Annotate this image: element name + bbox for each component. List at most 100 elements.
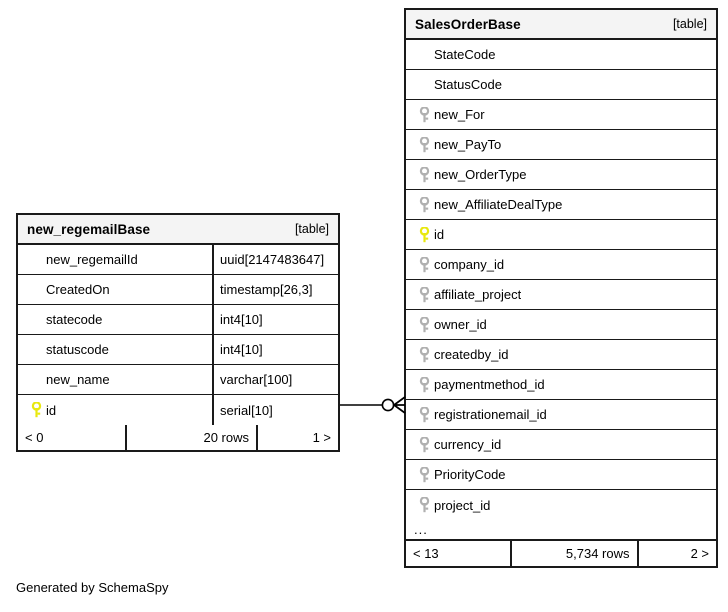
column-name-cell: new_PayTo	[406, 130, 716, 159]
column-name-cell: new_regemailId	[18, 245, 212, 274]
column-name: owner_id	[434, 317, 487, 332]
column-name-cell: id	[406, 220, 716, 249]
primary-key-icon	[414, 226, 434, 243]
footer-parents-count: < 0	[25, 430, 44, 445]
column-name-cell: registrationemail_id	[406, 400, 716, 429]
table-row[interactable]: StateCode	[406, 40, 716, 70]
column-type-cell: int4[10]	[212, 335, 338, 364]
table-footer: < 0 20 rows 1 >	[18, 425, 338, 450]
column-name: createdby_id	[434, 347, 509, 362]
column-name-cell: CreatedOn	[18, 275, 212, 304]
footer-children-count: 2 >	[690, 546, 709, 561]
footer-children-count: 1 >	[312, 430, 331, 445]
column-name-cell: createdby_id	[406, 340, 716, 369]
table-row[interactable]: CreatedOn timestamp[26,3]	[18, 275, 338, 305]
column-name: StateCode	[434, 47, 496, 62]
table-header: new_regemailBase [table]	[18, 215, 338, 245]
foreign-key-icon	[414, 196, 434, 213]
table-row[interactable]: owner_id	[406, 310, 716, 340]
foreign-key-icon	[414, 497, 434, 513]
table-row[interactable]: project_id	[406, 490, 716, 520]
column-name-cell: new_AffiliateDealType	[406, 190, 716, 219]
table-row[interactable]: affiliate_project	[406, 280, 716, 310]
footer-parents-count: < 13	[413, 546, 439, 561]
column-type: varchar[100]	[220, 372, 293, 387]
column-name-cell: paymentmethod_id	[406, 370, 716, 399]
column-name-cell: affiliate_project	[406, 280, 716, 309]
column-name-cell: owner_id	[406, 310, 716, 339]
column-list: new_regemailId uuid[2147483647] CreatedOn t…	[18, 245, 338, 425]
footer-row-count: 5,734 rows	[509, 541, 639, 566]
column-name-cell: company_id	[406, 250, 716, 279]
table-title: SalesOrderBase	[415, 16, 521, 32]
foreign-key-icon	[414, 466, 434, 483]
column-name: id	[434, 227, 445, 242]
column-type-cell: varchar[100]	[212, 365, 338, 394]
column-type: int4[10]	[220, 312, 263, 327]
primary-key-icon	[26, 402, 46, 418]
column-type: uuid[2147483647]	[220, 252, 325, 267]
column-name: new_PayTo	[434, 137, 502, 152]
column-type: int4[10]	[220, 342, 263, 357]
column-name-cell: currency_id	[406, 430, 716, 459]
table-row[interactable]: new_AffiliateDealType	[406, 190, 716, 220]
crows-foot-many-icon	[392, 396, 406, 414]
column-name: StatusCode	[434, 77, 502, 92]
foreign-key-icon	[414, 346, 434, 363]
column-name-cell: project_id	[406, 490, 716, 520]
table-row[interactable]: paymentmethod_id	[406, 370, 716, 400]
table-row[interactable]: company_id	[406, 250, 716, 280]
table-row[interactable]: PriorityCode	[406, 460, 716, 490]
column-name: new_For	[434, 107, 485, 122]
column-name: company_id	[434, 257, 505, 272]
foreign-key-icon	[414, 286, 434, 303]
table-new_regemailBase[interactable]: new_regemailBase [table] new_regemailId u…	[16, 213, 340, 452]
table-row[interactable]: statuscode int4[10]	[18, 335, 338, 365]
table-header: SalesOrderBase [table]	[406, 10, 716, 40]
column-name: project_id	[434, 497, 491, 513]
column-name: CreatedOn	[46, 282, 110, 297]
column-name-cell: new_OrderType	[406, 160, 716, 189]
column-name: currency_id	[434, 437, 502, 452]
zero-cardinality-icon	[381, 398, 395, 412]
column-name: PriorityCode	[434, 467, 506, 482]
table-type-tag: [table]	[294, 222, 329, 236]
foreign-key-icon	[414, 106, 434, 123]
column-name-cell: PriorityCode	[406, 460, 716, 489]
foreign-key-icon	[414, 376, 434, 393]
foreign-key-icon	[414, 136, 434, 153]
column-name: new_regemailId	[46, 252, 138, 267]
column-type-cell: timestamp[26,3]	[212, 275, 338, 304]
table-row[interactable]: currency_id	[406, 430, 716, 460]
column-type-cell: serial[10]	[212, 395, 338, 425]
column-type-cell: uuid[2147483647]	[212, 245, 338, 274]
table-footer: < 13 5,734 rows 2 >	[406, 541, 716, 566]
column-name-cell: StatusCode	[406, 70, 716, 99]
table-row[interactable]: new_name varchar[100]	[18, 365, 338, 395]
column-name: paymentmethod_id	[434, 377, 545, 392]
column-name: affiliate_project	[434, 287, 522, 302]
column-type-cell: int4[10]	[212, 305, 338, 334]
table-title: new_regemailBase	[27, 221, 151, 237]
table-row[interactable]: StatusCode	[406, 70, 716, 100]
footer-row-count: 20 rows	[124, 425, 258, 450]
table-row[interactable]: createdby_id	[406, 340, 716, 370]
column-type: timestamp[26,3]	[220, 282, 313, 297]
table-row[interactable]: registrationemail_id	[406, 400, 716, 430]
table-row[interactable]: id	[406, 220, 716, 250]
column-name: new_name	[46, 372, 110, 387]
table-row[interactable]: new_For	[406, 100, 716, 130]
foreign-key-icon	[414, 436, 434, 453]
table-row[interactable]: new_PayTo	[406, 130, 716, 160]
foreign-key-icon	[414, 316, 434, 333]
column-name-cell: statuscode	[18, 335, 212, 364]
table-row[interactable]: new_OrderType	[406, 160, 716, 190]
table-type-tag: [table]	[672, 17, 707, 31]
table-row[interactable]: new_regemailId uuid[2147483647]	[18, 245, 338, 275]
column-name: id	[46, 402, 57, 418]
table-row[interactable]: id serial[10]	[18, 395, 338, 425]
